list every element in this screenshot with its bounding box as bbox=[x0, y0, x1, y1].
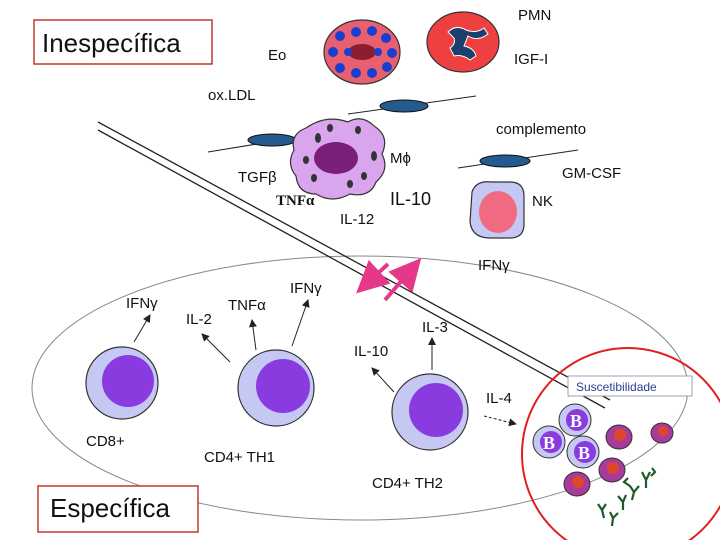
nk-cell bbox=[469, 181, 525, 239]
antibodies bbox=[597, 467, 657, 527]
arrow-to-specific bbox=[356, 259, 391, 294]
b-cell-3: B bbox=[566, 435, 600, 469]
label-pmn: PMN bbox=[518, 7, 551, 24]
arrow-th2-il4 bbox=[483, 415, 517, 427]
label-nk: NK bbox=[532, 193, 553, 210]
label-mphi: Mϕ bbox=[390, 150, 411, 167]
susceptibility-box bbox=[567, 375, 693, 397]
label-tgfb: TGFβ bbox=[238, 169, 277, 186]
label-il10-innate: IL-10 bbox=[390, 189, 431, 209]
b-cell-1-letter: B bbox=[570, 411, 582, 431]
label-il10-adaptive: IL-10 bbox=[354, 343, 388, 360]
label-cd4-th1: CD4+ TH1 bbox=[204, 449, 275, 466]
nonspecific-box bbox=[33, 19, 213, 65]
arrow-th1-tnfa bbox=[248, 319, 257, 351]
specific-title: Específica bbox=[50, 493, 170, 523]
susceptibility-label: Suscetibilidade bbox=[576, 380, 657, 394]
b-cell-2: B bbox=[532, 425, 566, 459]
label-ifng-th1: IFNγ bbox=[290, 280, 322, 297]
label-igf: IGF-I bbox=[514, 51, 548, 68]
cd4-th1-cell bbox=[237, 349, 315, 427]
platelet-1 bbox=[347, 95, 477, 115]
susceptibility-circle bbox=[521, 347, 720, 540]
nonspecific-title: Inespecífica bbox=[42, 28, 181, 58]
arrow-th2-il10 bbox=[371, 367, 395, 393]
arrow-th1-il2 bbox=[201, 333, 231, 363]
label-oxldl: ox.LDL bbox=[208, 87, 256, 104]
plasma-cell-1 bbox=[605, 424, 633, 450]
label-ifng-cd8: IFNγ bbox=[126, 295, 158, 312]
eosinophil-cell bbox=[323, 19, 401, 85]
b-cell-1: B bbox=[558, 403, 592, 437]
b-cell-3-letter: B bbox=[578, 443, 590, 463]
b-cell-2-letter: B bbox=[543, 433, 555, 453]
label-tnfa-th1: TNFα bbox=[228, 297, 266, 314]
plasma-cell-2 bbox=[598, 457, 626, 483]
label-il12: IL-12 bbox=[340, 211, 374, 228]
arrow-to-nonspecific bbox=[383, 257, 422, 302]
label-eo: Eo bbox=[268, 47, 286, 64]
label-ifng-innate: IFNγ bbox=[478, 257, 510, 274]
arrow-th1-ifng bbox=[291, 299, 310, 347]
label-il3: IL-3 bbox=[422, 319, 448, 336]
cd4-th2-cell bbox=[391, 373, 469, 451]
label-tnfa-innate: TNFα bbox=[276, 193, 315, 209]
cd8-cell bbox=[85, 346, 159, 420]
separator-line-a bbox=[97, 121, 611, 401]
macrophage-cell bbox=[289, 118, 386, 200]
label-complemento: complemento bbox=[496, 121, 586, 138]
label-cd4-th2: CD4+ TH2 bbox=[372, 475, 443, 492]
platelet-3 bbox=[457, 149, 579, 169]
label-il2: IL-2 bbox=[186, 311, 212, 328]
label-il4: IL-4 bbox=[486, 390, 512, 407]
label-gmcsf: GM-CSF bbox=[562, 165, 621, 182]
separator-line-b bbox=[97, 129, 606, 409]
arrow-cd8-ifng bbox=[133, 314, 151, 343]
pmn-cell bbox=[426, 11, 500, 73]
label-cd8: CD8+ bbox=[86, 433, 125, 450]
plasma-cell-3 bbox=[563, 471, 591, 497]
plasma-cell-4 bbox=[650, 422, 674, 444]
specific-box bbox=[37, 485, 199, 533]
